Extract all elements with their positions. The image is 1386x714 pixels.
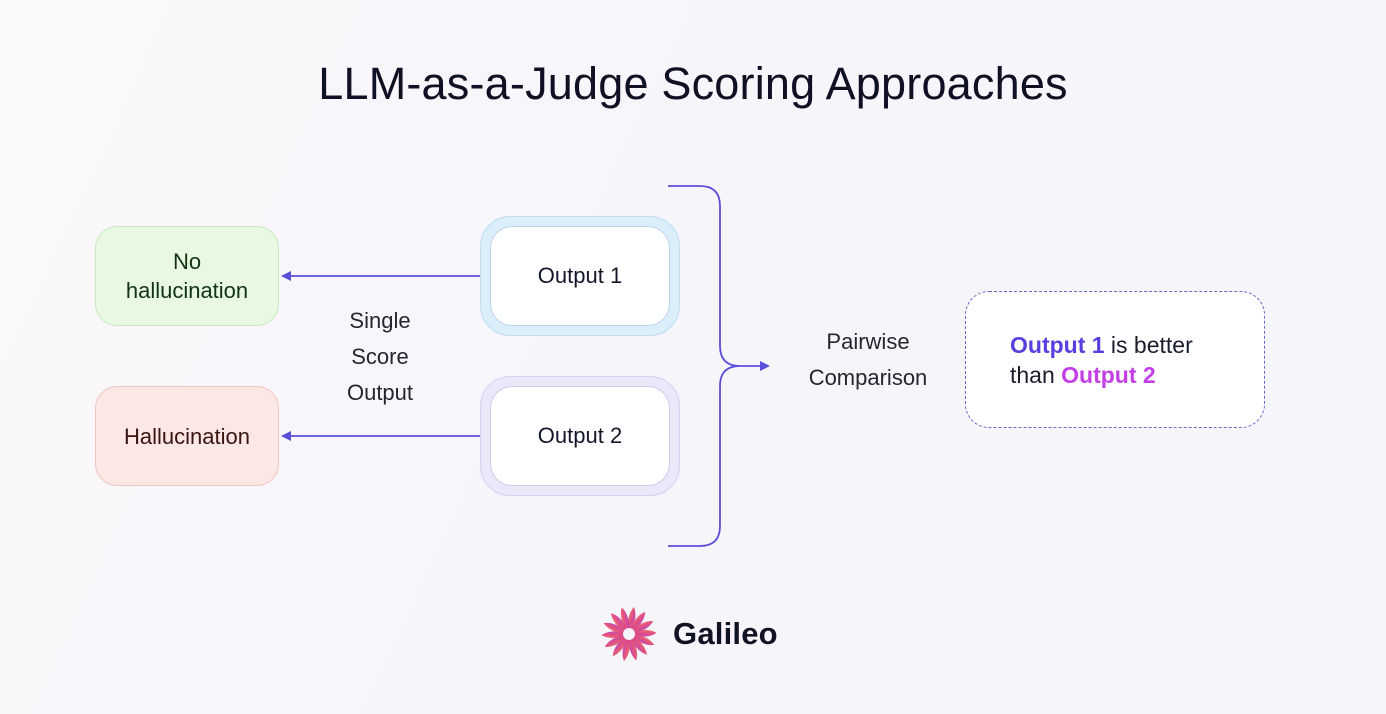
logo-petal — [629, 611, 646, 634]
single-score-line1: Single — [349, 308, 411, 333]
galileo-logo-icon — [601, 607, 657, 661]
no-hallucination-label-line2: hallucination — [125, 278, 249, 303]
logo-petal — [627, 607, 636, 634]
logo-petal — [604, 634, 629, 647]
pairwise-verdict-box: Output 1 is better than Output 2 — [965, 291, 1265, 428]
pairwise-line1: Pairwise — [826, 329, 910, 354]
hallucination-box: Hallucination — [95, 386, 279, 486]
single-score-line2: Score — [351, 344, 409, 369]
logo-petal — [622, 634, 631, 661]
output-1-node: Output 1 — [480, 216, 680, 336]
verdict-output-1: Output 1 — [1010, 331, 1105, 358]
output-2-label: Output 2 — [490, 386, 670, 486]
no-hallucination-box: No hallucination — [95, 226, 279, 326]
output-2-node: Output 2 — [480, 376, 680, 496]
galileo-logo: Galileo — [598, 603, 778, 665]
single-score-output-label: Single Score Output — [320, 303, 440, 411]
logo-petal — [603, 622, 629, 635]
no-hallucination-label-line1: No — [172, 249, 202, 274]
verdict-output-2: Output 2 — [1061, 361, 1156, 388]
hallucination-label: Hallucination — [124, 423, 250, 449]
pairwise-comparison-label: Pairwise Comparison — [778, 324, 958, 396]
pairwise-line2: Comparison — [808, 365, 928, 390]
logo-petal — [629, 621, 654, 634]
single-score-line3: Output — [346, 380, 414, 405]
verdict-text: Output 1 is better than Output 2 — [1010, 330, 1220, 390]
logo-petal — [629, 633, 655, 646]
logo-petal — [612, 634, 629, 657]
logo-petal — [611, 613, 629, 634]
logo-petal — [628, 634, 638, 661]
galileo-wordmark: Galileo — [673, 616, 778, 651]
page-title: LLM-as-a-Judge Scoring Approaches — [318, 58, 1068, 109]
logo-petal — [629, 634, 647, 655]
verdict-middle: is better than — [1010, 331, 1193, 388]
output-1-label: Output 1 — [490, 226, 670, 326]
logo-petal — [620, 607, 630, 634]
